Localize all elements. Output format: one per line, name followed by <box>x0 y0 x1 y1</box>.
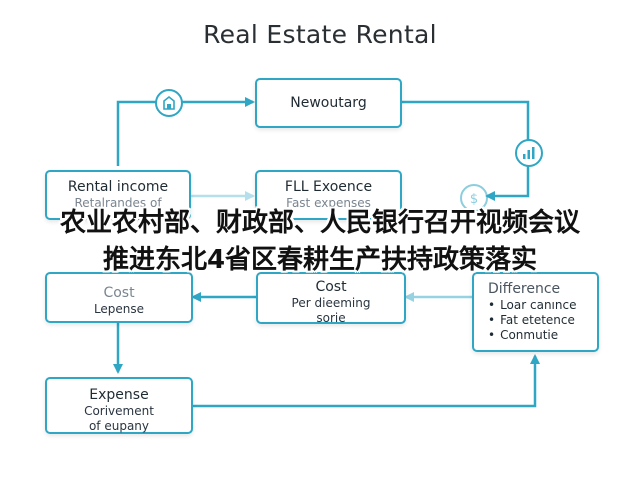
node-cost-mid: Cost Per dieeming sorie <box>256 272 406 325</box>
node-full-expence-sub: Fast expenses <box>286 196 371 210</box>
overlay-headline-line2: 推进东北4省区春耕生产扶持政策落实 <box>102 245 538 275</box>
node-cost-left: Cost Lepense <box>45 272 193 323</box>
node-expense-sub1: Corivement <box>84 404 154 418</box>
node-difference-label: Difference <box>488 281 561 297</box>
list-item: Loar canınce <box>488 298 597 313</box>
node-difference-list: Loar canınce Fat etetence Conmutie <box>488 298 597 343</box>
node-newoutarg-label: Newoutarg <box>290 95 367 111</box>
arrow-top-left-to-newoutarg <box>116 97 255 166</box>
svg-text:$: $ <box>470 192 478 206</box>
arrow-newoutarg-right-loop <box>402 100 530 201</box>
node-cost-mid-sub1: Per dieeming <box>291 296 371 310</box>
node-expense-label: Expense <box>89 387 149 403</box>
node-newoutarg: Newoutarg <box>255 78 402 128</box>
node-full-expence: FLL Exoence Fast expenses <box>255 170 402 220</box>
diagram-title: Real Estate Rental <box>203 20 437 49</box>
node-cost-left-sub: Lepense <box>93 302 145 316</box>
building-icon <box>155 89 183 117</box>
bar-chart-icon <box>515 139 543 167</box>
overlay-headline-line1: 农业农村部、财政部、人民银行召开视频会议 <box>59 208 580 238</box>
node-cost-mid-sub2: sorie <box>316 311 346 325</box>
node-cost-left-label: Cost <box>103 285 135 301</box>
list-item: Conmutie <box>488 328 597 343</box>
list-item: Fat etetence <box>488 313 597 328</box>
node-rental-income-label: Rental income <box>67 179 169 195</box>
node-cost-mid-label: Cost <box>315 279 347 295</box>
node-expense: Expense Corivement of eupany <box>45 377 193 434</box>
node-expense-sub2: of eupany <box>88 419 150 433</box>
node-rental-income-sub: Retalrandes of <box>74 196 162 210</box>
node-full-expence-label: FLL Exoence <box>284 179 373 195</box>
node-rental-income: Rental income Retalrandes of <box>45 170 191 220</box>
node-difference: Difference Loar canınce Fat etetence Con… <box>472 272 599 352</box>
arrow-expense-to-difference <box>193 354 540 408</box>
dollar-icon: $ <box>460 184 488 212</box>
